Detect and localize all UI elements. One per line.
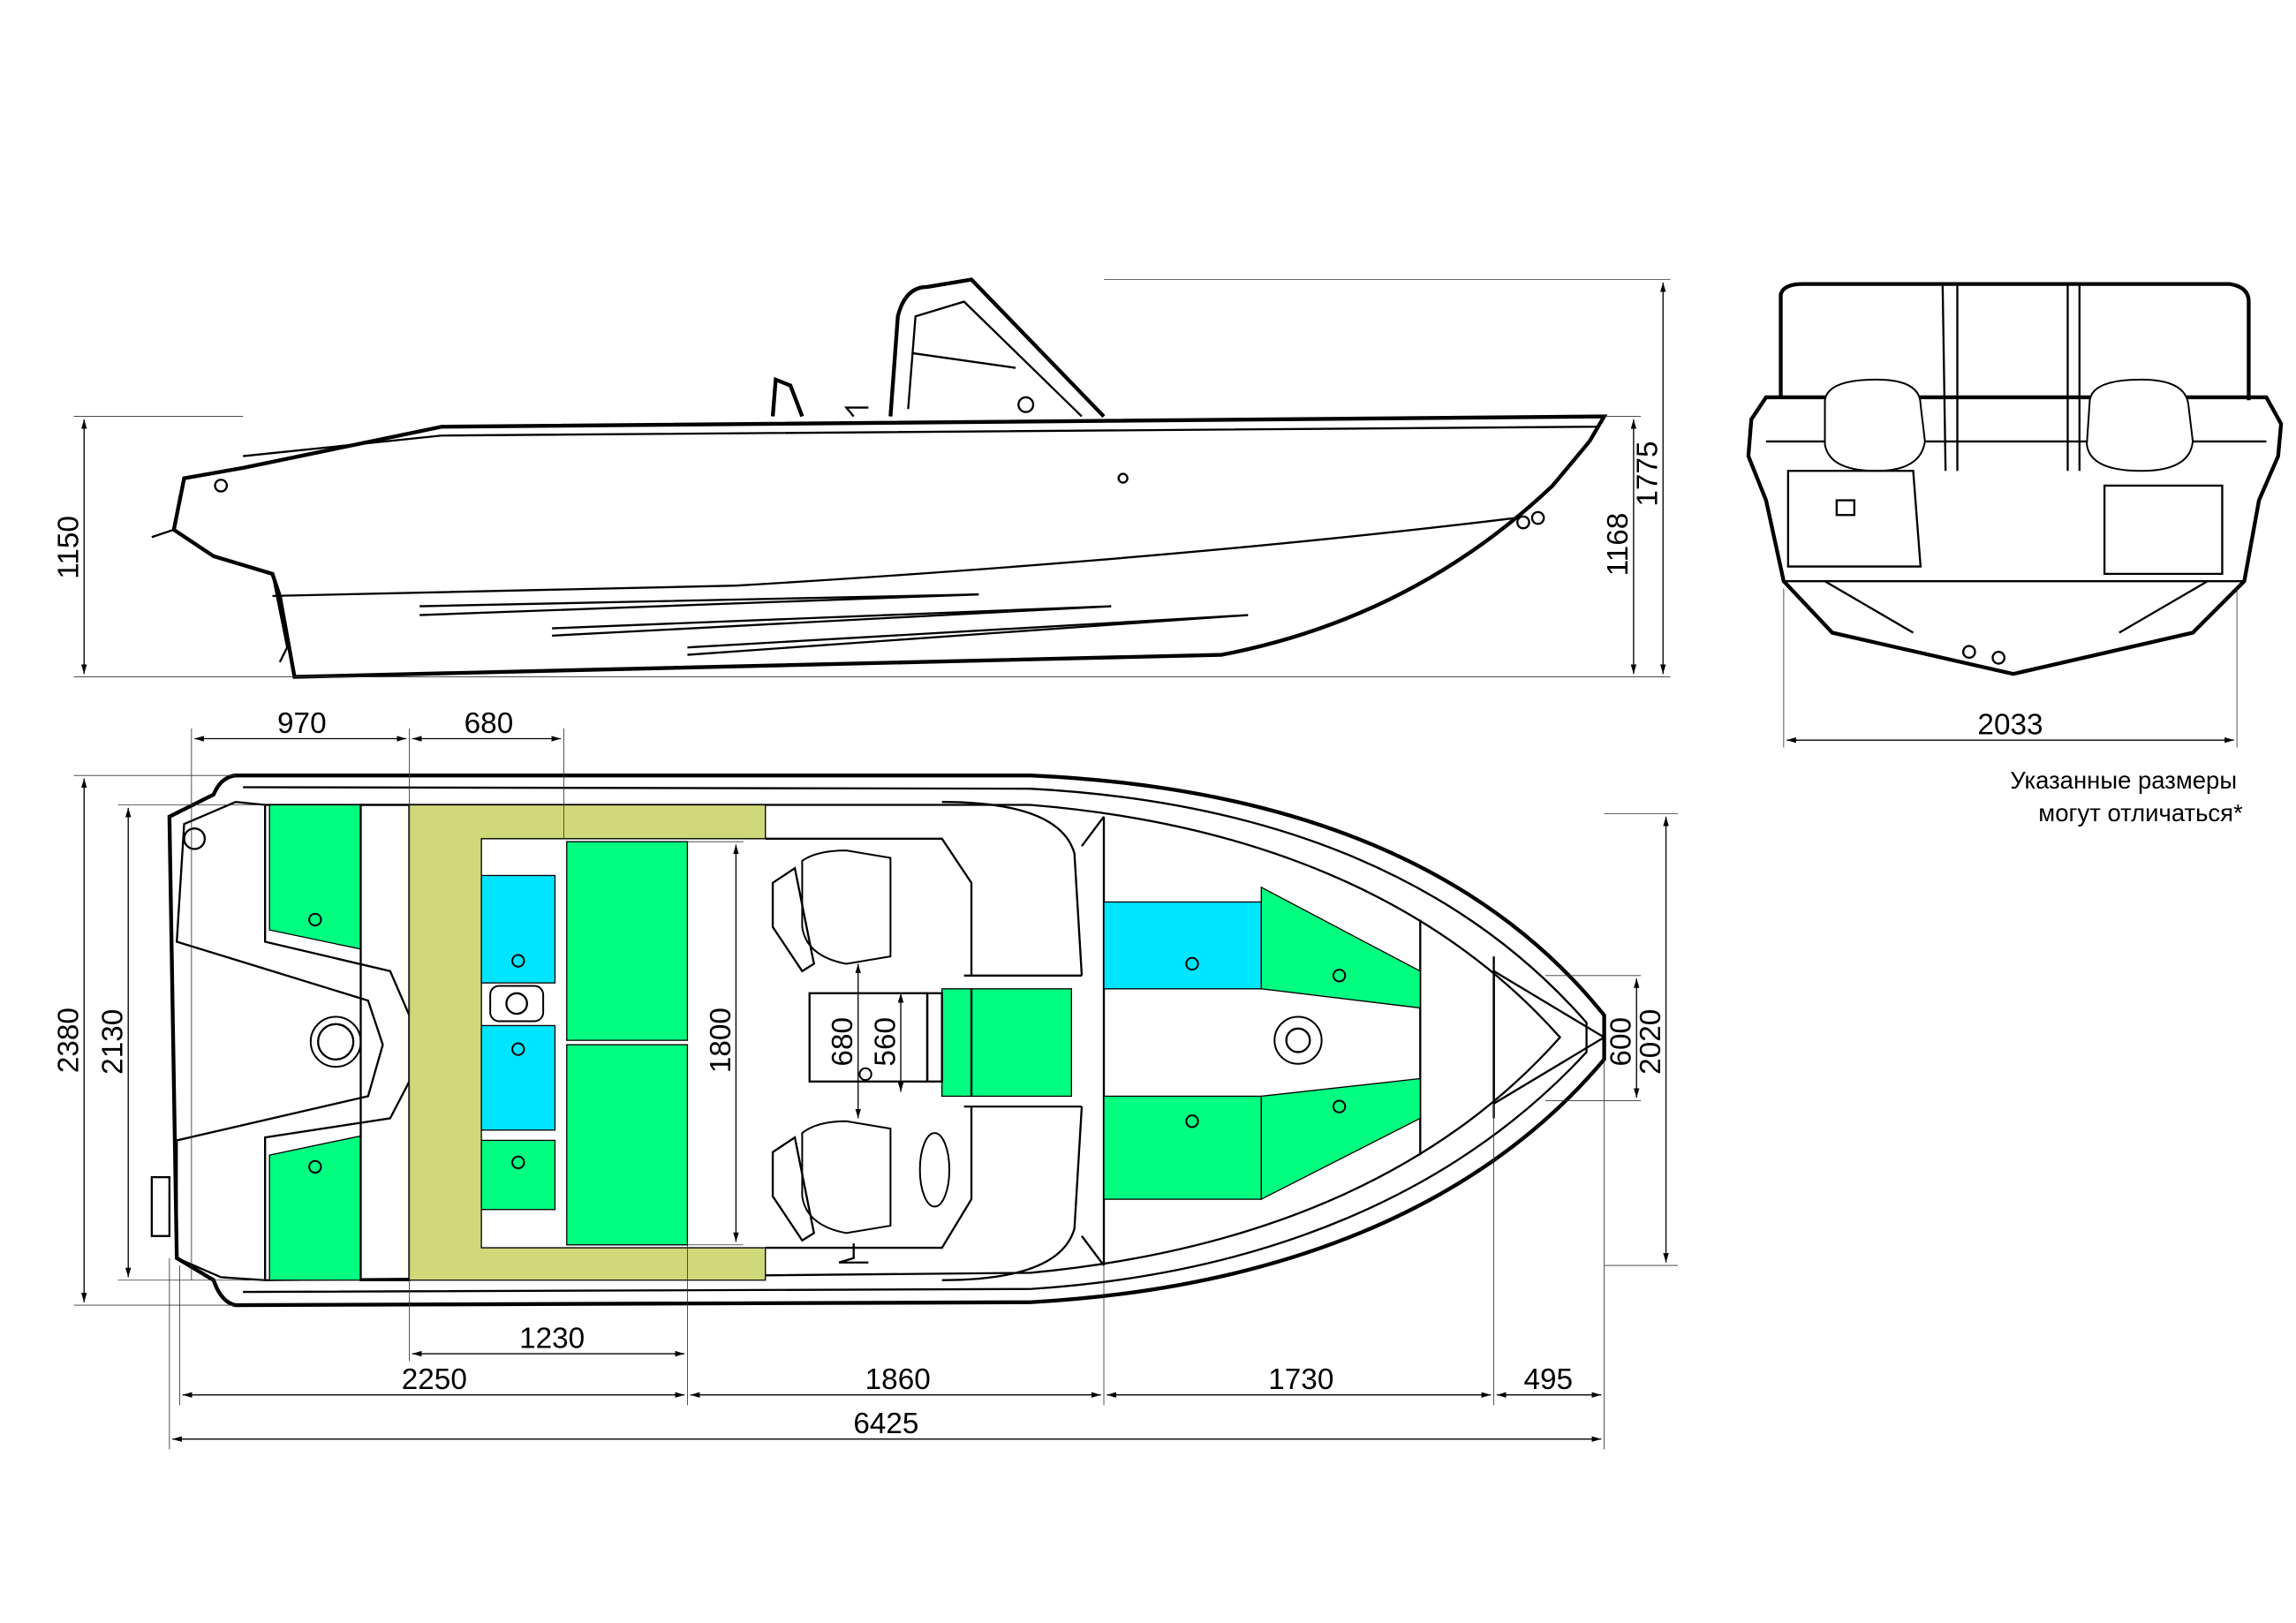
rear-dimensions: 2033 [1783,588,2238,748]
dim-1730: 1730 [1268,1363,1333,1396]
panel-green-seat-1 [566,841,689,1041]
dim-2033: 2033 [1977,709,2043,742]
dim-560: 560 [869,1017,902,1067]
helm-seat-top [771,849,892,973]
dim-1230: 1230 [519,1322,585,1355]
side-hull [151,414,1608,679]
dim-2130: 2130 [97,1009,130,1075]
cockpit [765,801,1084,1281]
disclaimer-note: Указанные размеры могут отличаться* [2010,766,2243,827]
panel-green-bow-2 [1260,886,1421,1009]
side-view: 1150 1168 1775 [53,277,1671,679]
panel-cyan-bow [1103,901,1262,990]
panel-green-stern-top [268,804,362,950]
dim-2020: 2020 [1635,1009,1667,1075]
side-dimensions: 1150 1168 1775 [53,279,1671,677]
dim-680-top: 680 [464,707,514,740]
dim-600: 600 [1605,1017,1638,1067]
dim-1150: 1150 [53,516,86,579]
dim-2380: 2380 [53,1008,86,1073]
panel-green-console [941,988,1073,1098]
panel-green-small [480,1139,556,1211]
stern-area [150,800,411,1281]
side-windshield [770,277,1106,419]
dim-1800: 1800 [705,1008,737,1073]
panel-cyan-1 [480,874,556,984]
top-hull [167,774,1606,1308]
bow-hatch-icon [1273,1015,1323,1065]
dim-1168: 1168 [1602,513,1635,577]
dim-2250: 2250 [402,1363,467,1396]
dim-6425: 6425 [853,1408,918,1440]
panel-cyan-2 [480,1024,556,1131]
panel-green-seat-2 [566,1044,689,1246]
dim-495: 495 [1523,1363,1573,1396]
helm-seat-bottom [771,1120,892,1242]
panel-green-bow-3 [1260,1077,1421,1201]
rear-seat-right [2086,378,2194,472]
dim-970: 970 [277,707,327,740]
rear-view: 2033 [1746,282,2284,748]
dim-680-console: 680 [827,1017,859,1067]
note-line-2: могут отличаться* [2038,799,2243,827]
top-view: 970 680 2380 2130 1800 680 560 600 2020 … [53,707,1678,1450]
steering-wheel-icon [918,1132,951,1208]
panel-green-stern-bottom [268,1135,362,1281]
rear-seat-left [1824,378,1926,472]
panel-green-bow-1 [1103,1095,1262,1200]
dim-1860: 1860 [865,1363,931,1396]
top-dimensions: 970 680 2380 2130 1800 680 560 600 2020 … [53,707,1678,1450]
note-line-1: Указанные размеры [2010,766,2237,794]
dim-1775: 1775 [1632,442,1665,507]
panel-olive-bench [408,804,767,1281]
